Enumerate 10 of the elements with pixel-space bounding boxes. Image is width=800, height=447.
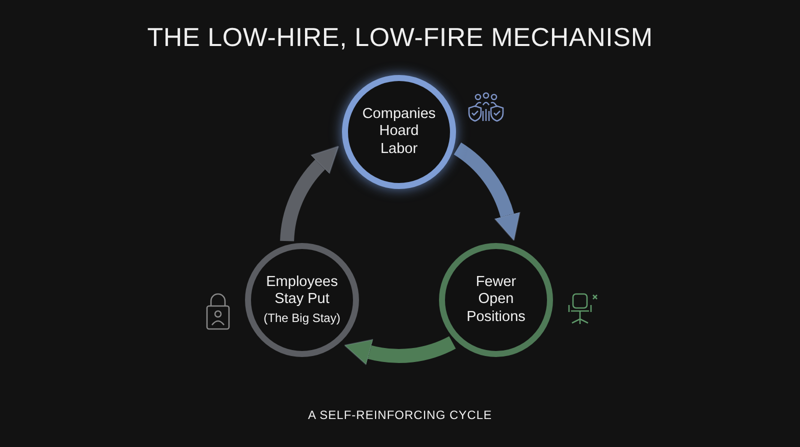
caption: A SELF-REINFORCING CYCLE (308, 408, 492, 422)
cycle-stage-circle (342, 75, 456, 189)
stage-sublabel: (The Big Stay) (264, 310, 340, 326)
title: THE LOW-HIRE, LOW-FIRE MECHANISM (147, 22, 653, 53)
stage-label: Fewer Open Positions (466, 274, 526, 326)
stage-label: Employees Stay Put (265, 274, 339, 309)
stage-label: Companies Hoard Labor (361, 106, 437, 158)
cycle-arrow (453, 142, 520, 241)
cycle-arrow (343, 336, 456, 366)
cycle-arrow (280, 144, 338, 242)
